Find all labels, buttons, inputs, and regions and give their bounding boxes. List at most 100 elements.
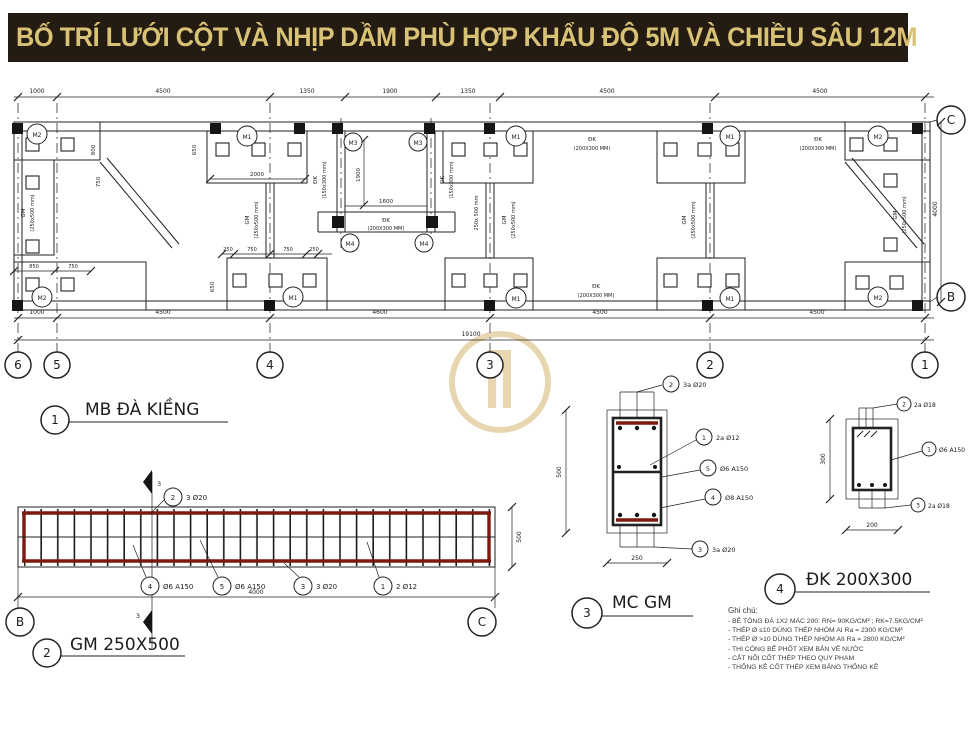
callout-bubble bbox=[704, 488, 722, 506]
beam-tag-size: (250x500 mm) bbox=[902, 196, 908, 233]
grid-bubble-label: 5 bbox=[53, 358, 61, 372]
callout-text: Ø6 A150 bbox=[163, 583, 193, 591]
callout-number: 1 bbox=[381, 583, 385, 591]
section-mark-label: 3 bbox=[136, 612, 140, 620]
dim-label: 4500 bbox=[592, 309, 607, 316]
plan-beam-tags: GM (250x500 mm) GM (250x500 mm) 250x 500… bbox=[21, 137, 908, 299]
detail-number: 3 bbox=[583, 606, 591, 620]
footing-mark-M2 bbox=[26, 123, 48, 145]
beam-tag: GM bbox=[893, 210, 899, 219]
footing-tank-tops: M3 M3 bbox=[332, 123, 435, 152]
footing-bottom-grid3: M1 bbox=[444, 257, 534, 311]
footing-top-right: M2 bbox=[844, 121, 931, 249]
callout-bubble bbox=[212, 576, 232, 596]
footing-mark-label: M3 bbox=[414, 140, 423, 147]
section-mark-label: 3 bbox=[157, 480, 161, 488]
footing-mark-M1 bbox=[505, 287, 527, 309]
beam-tag: ĐK bbox=[592, 284, 600, 290]
footing-mark-M1 bbox=[282, 286, 304, 308]
footing-mark-M1 bbox=[719, 125, 741, 147]
detail-number-bubble bbox=[40, 405, 70, 435]
detail-title: MC GM bbox=[612, 593, 672, 613]
callout-bubble bbox=[373, 576, 393, 596]
grid-bubble-6 bbox=[4, 351, 32, 379]
footing-mark-label: M2 bbox=[874, 134, 883, 141]
dim-label: 2000 bbox=[250, 172, 264, 178]
section-dk-detail: 2 2a Ø18 1 Ø6 A150 3 2a Ø18 300 200 4 ĐK… bbox=[764, 396, 965, 605]
dim-label: 850 bbox=[29, 264, 39, 270]
callout-number: 5 bbox=[220, 583, 224, 591]
plan-bottom-dimension-lines: 1000 4500 4600 4500 4500 19100 bbox=[13, 309, 934, 345]
beam-tag-size: (250x500 mm) bbox=[254, 201, 260, 238]
footing-mark-M2 bbox=[867, 286, 889, 308]
grid-bubble-3 bbox=[476, 351, 504, 379]
dim-label: 1900 bbox=[356, 168, 362, 182]
grid-bubble-label: 1 bbox=[921, 358, 929, 372]
beam-tag-size: (200X300 MM) bbox=[574, 146, 611, 152]
callout-text: 3a Ø20 bbox=[683, 381, 707, 389]
footing-mark-label: M1 bbox=[726, 296, 735, 303]
footing-mark-label: M1 bbox=[512, 134, 521, 141]
callout-number: 1 bbox=[702, 434, 706, 442]
grid-bubble-label: 3 bbox=[486, 358, 494, 372]
section-gm-detail: 2 3a Ø20 1 2a Ø12 5 Ø6 A150 4 Ø8 A150 3 … bbox=[556, 375, 753, 629]
footing-mark-label: M4 bbox=[420, 241, 429, 248]
callout-number: 1 bbox=[927, 447, 931, 454]
plan-cross-beams bbox=[265, 183, 715, 258]
grid-bubble-label: 2 bbox=[706, 358, 714, 372]
general-notes: Ghi chú: - BÊ TÔNG ĐÁ 1X2 MÁC 200: RN= 9… bbox=[728, 606, 973, 672]
callout-text: Ø6 A150 bbox=[939, 447, 965, 454]
grid-bubble-label: B bbox=[947, 290, 955, 304]
detail-title: GM 250X500 bbox=[70, 635, 180, 655]
grid-bubble-B bbox=[5, 607, 35, 637]
callout-bubble bbox=[163, 487, 183, 507]
footing-mark-M1 bbox=[719, 287, 741, 309]
beam-tag-size: (250x500 mm) bbox=[30, 194, 36, 231]
dim-label: 800 bbox=[91, 144, 97, 155]
beam-tag: ĐK bbox=[814, 137, 822, 143]
callout-number: 4 bbox=[148, 583, 153, 591]
footing-mark-M4 bbox=[414, 233, 434, 253]
grid-bubble-label: C bbox=[478, 615, 486, 629]
dim-label: 4500 bbox=[599, 88, 614, 95]
detail-number: 4 bbox=[776, 582, 784, 596]
dim-label: 1350 bbox=[460, 88, 475, 95]
callout-text: Ø6 A150 bbox=[235, 583, 265, 591]
footing-bottom-right: M2 bbox=[844, 237, 931, 311]
dim-label: 200 bbox=[866, 522, 878, 529]
footing-mark-M2 bbox=[867, 125, 889, 147]
footing-mark-label: M1 bbox=[289, 295, 298, 302]
detail-number-bubble bbox=[571, 597, 603, 629]
dim-label: 4500 bbox=[155, 88, 170, 95]
total-dim-label: 19100 bbox=[461, 331, 480, 338]
beam-tag-size: (200X300 MM) bbox=[578, 293, 615, 299]
plan-title-block: 1 MB ĐÀ KIỀNG bbox=[40, 396, 228, 435]
callout-bubble bbox=[293, 576, 313, 596]
beam-tag: GM bbox=[21, 208, 27, 217]
callout-number: 2 bbox=[902, 402, 906, 409]
footing-mark-label: M2 bbox=[38, 295, 47, 302]
plan-grid-lines bbox=[17, 103, 926, 352]
footing-mark-label: M1 bbox=[243, 134, 252, 141]
footing-mark-label: M4 bbox=[346, 241, 355, 248]
beam-tag: ĐK bbox=[588, 137, 596, 143]
dim-label: 4500 bbox=[155, 309, 170, 316]
section-flag-bottom bbox=[143, 610, 152, 634]
beam-tag-size: (250x500 mm) bbox=[511, 201, 517, 238]
grid-bubble-label: B bbox=[16, 615, 24, 629]
beam-tag-size: (150x300 mm) bbox=[322, 161, 328, 198]
grid-bubble-4 bbox=[256, 351, 284, 379]
grid-bubble-label: 6 bbox=[14, 358, 22, 372]
callout-bubble bbox=[910, 497, 926, 513]
callout-bubble bbox=[699, 459, 717, 477]
dim-label: 4500 bbox=[809, 309, 824, 316]
detail-number-bubble bbox=[764, 573, 796, 605]
beam-tag: GM bbox=[682, 215, 688, 224]
beam-tag-size: (150x300 mm) bbox=[449, 161, 455, 198]
dim-label: 750 bbox=[68, 264, 78, 270]
footing-mark-label: M1 bbox=[726, 134, 735, 141]
callout-text: Ø6 A150 bbox=[720, 465, 748, 473]
note-line: - THÉP Ø ≤10 DÙNG THÉP NHÓM AI Ra = 2300… bbox=[728, 627, 903, 635]
note-line: - THÉP Ø >10 DÙNG THÉP NHÓM AII Ra = 280… bbox=[728, 636, 905, 644]
